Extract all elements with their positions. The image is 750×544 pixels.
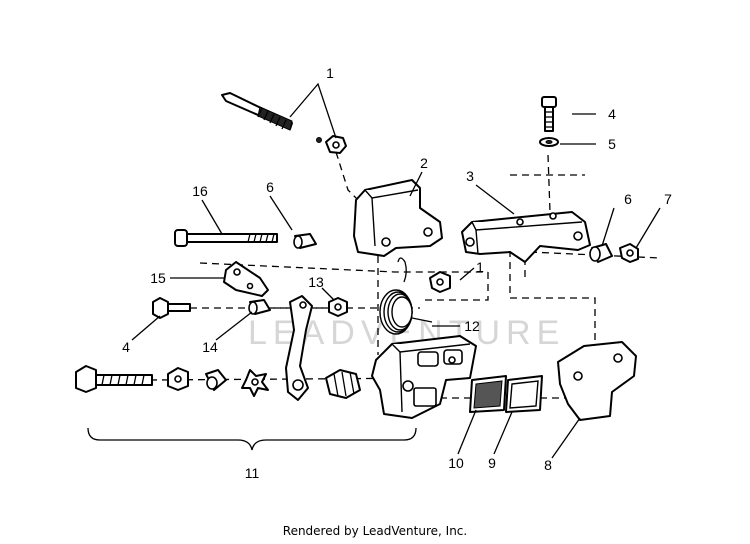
leader-lines [131, 82, 661, 459]
bolt-left [152, 297, 191, 319]
threaded-sleeve [325, 369, 361, 399]
callout-10: 10 [448, 455, 464, 471]
callout-11: 11 [245, 465, 260, 481]
lock-nut-top [325, 135, 347, 154]
group-brace-11 [87, 427, 417, 451]
spacer-right [589, 243, 613, 263]
lever-15 [223, 261, 269, 297]
callout-13: 13 [308, 274, 324, 290]
callout-7: 7 [664, 191, 672, 207]
long-bolt [174, 229, 278, 247]
brake-carrier [371, 335, 477, 419]
sleeve-11 [205, 369, 227, 391]
callout-9: 9 [488, 455, 496, 471]
long-bolt-11 [75, 365, 153, 393]
callout-3: 3 [466, 168, 474, 184]
callout-6-left: 6 [266, 179, 274, 195]
nut-mid [429, 271, 451, 293]
callout-14: 14 [202, 339, 218, 355]
callout-16: 16 [192, 183, 208, 199]
torsion-spring [379, 257, 433, 335]
spacer-14 [248, 299, 271, 315]
spacer-left [293, 233, 317, 249]
callout-15: 15 [150, 270, 166, 286]
callout-labels: 1 2 3 4 5 6 6 7 16 15 1 13 12 4 14 11 10… [122, 65, 672, 481]
lock-washer [539, 137, 559, 147]
brake-pad-10 [469, 375, 507, 413]
brake-pad-9 [505, 375, 543, 413]
bracket-2 [353, 179, 443, 257]
callout-1-mid: 1 [476, 259, 484, 275]
bracket-3 [461, 211, 591, 263]
nut-13 [328, 297, 348, 317]
link-arm [285, 295, 313, 401]
callout-2: 2 [420, 155, 428, 171]
callout-4-left: 4 [122, 339, 130, 355]
callout-8: 8 [544, 457, 552, 473]
footer-credit: Rendered by LeadVenture, Inc. [282, 524, 468, 538]
callout-6-right: 6 [624, 191, 632, 207]
callout-12: 12 [464, 318, 480, 334]
back-plate [557, 341, 637, 421]
nut-right [619, 243, 639, 263]
callout-4-right: 4 [608, 106, 616, 122]
throttle-rod [221, 92, 322, 143]
star-washer [241, 369, 269, 397]
callout-5: 5 [608, 136, 616, 152]
bolt-top-right [541, 96, 557, 132]
callout-1-top: 1 [326, 65, 334, 81]
nut-11a [167, 367, 189, 391]
